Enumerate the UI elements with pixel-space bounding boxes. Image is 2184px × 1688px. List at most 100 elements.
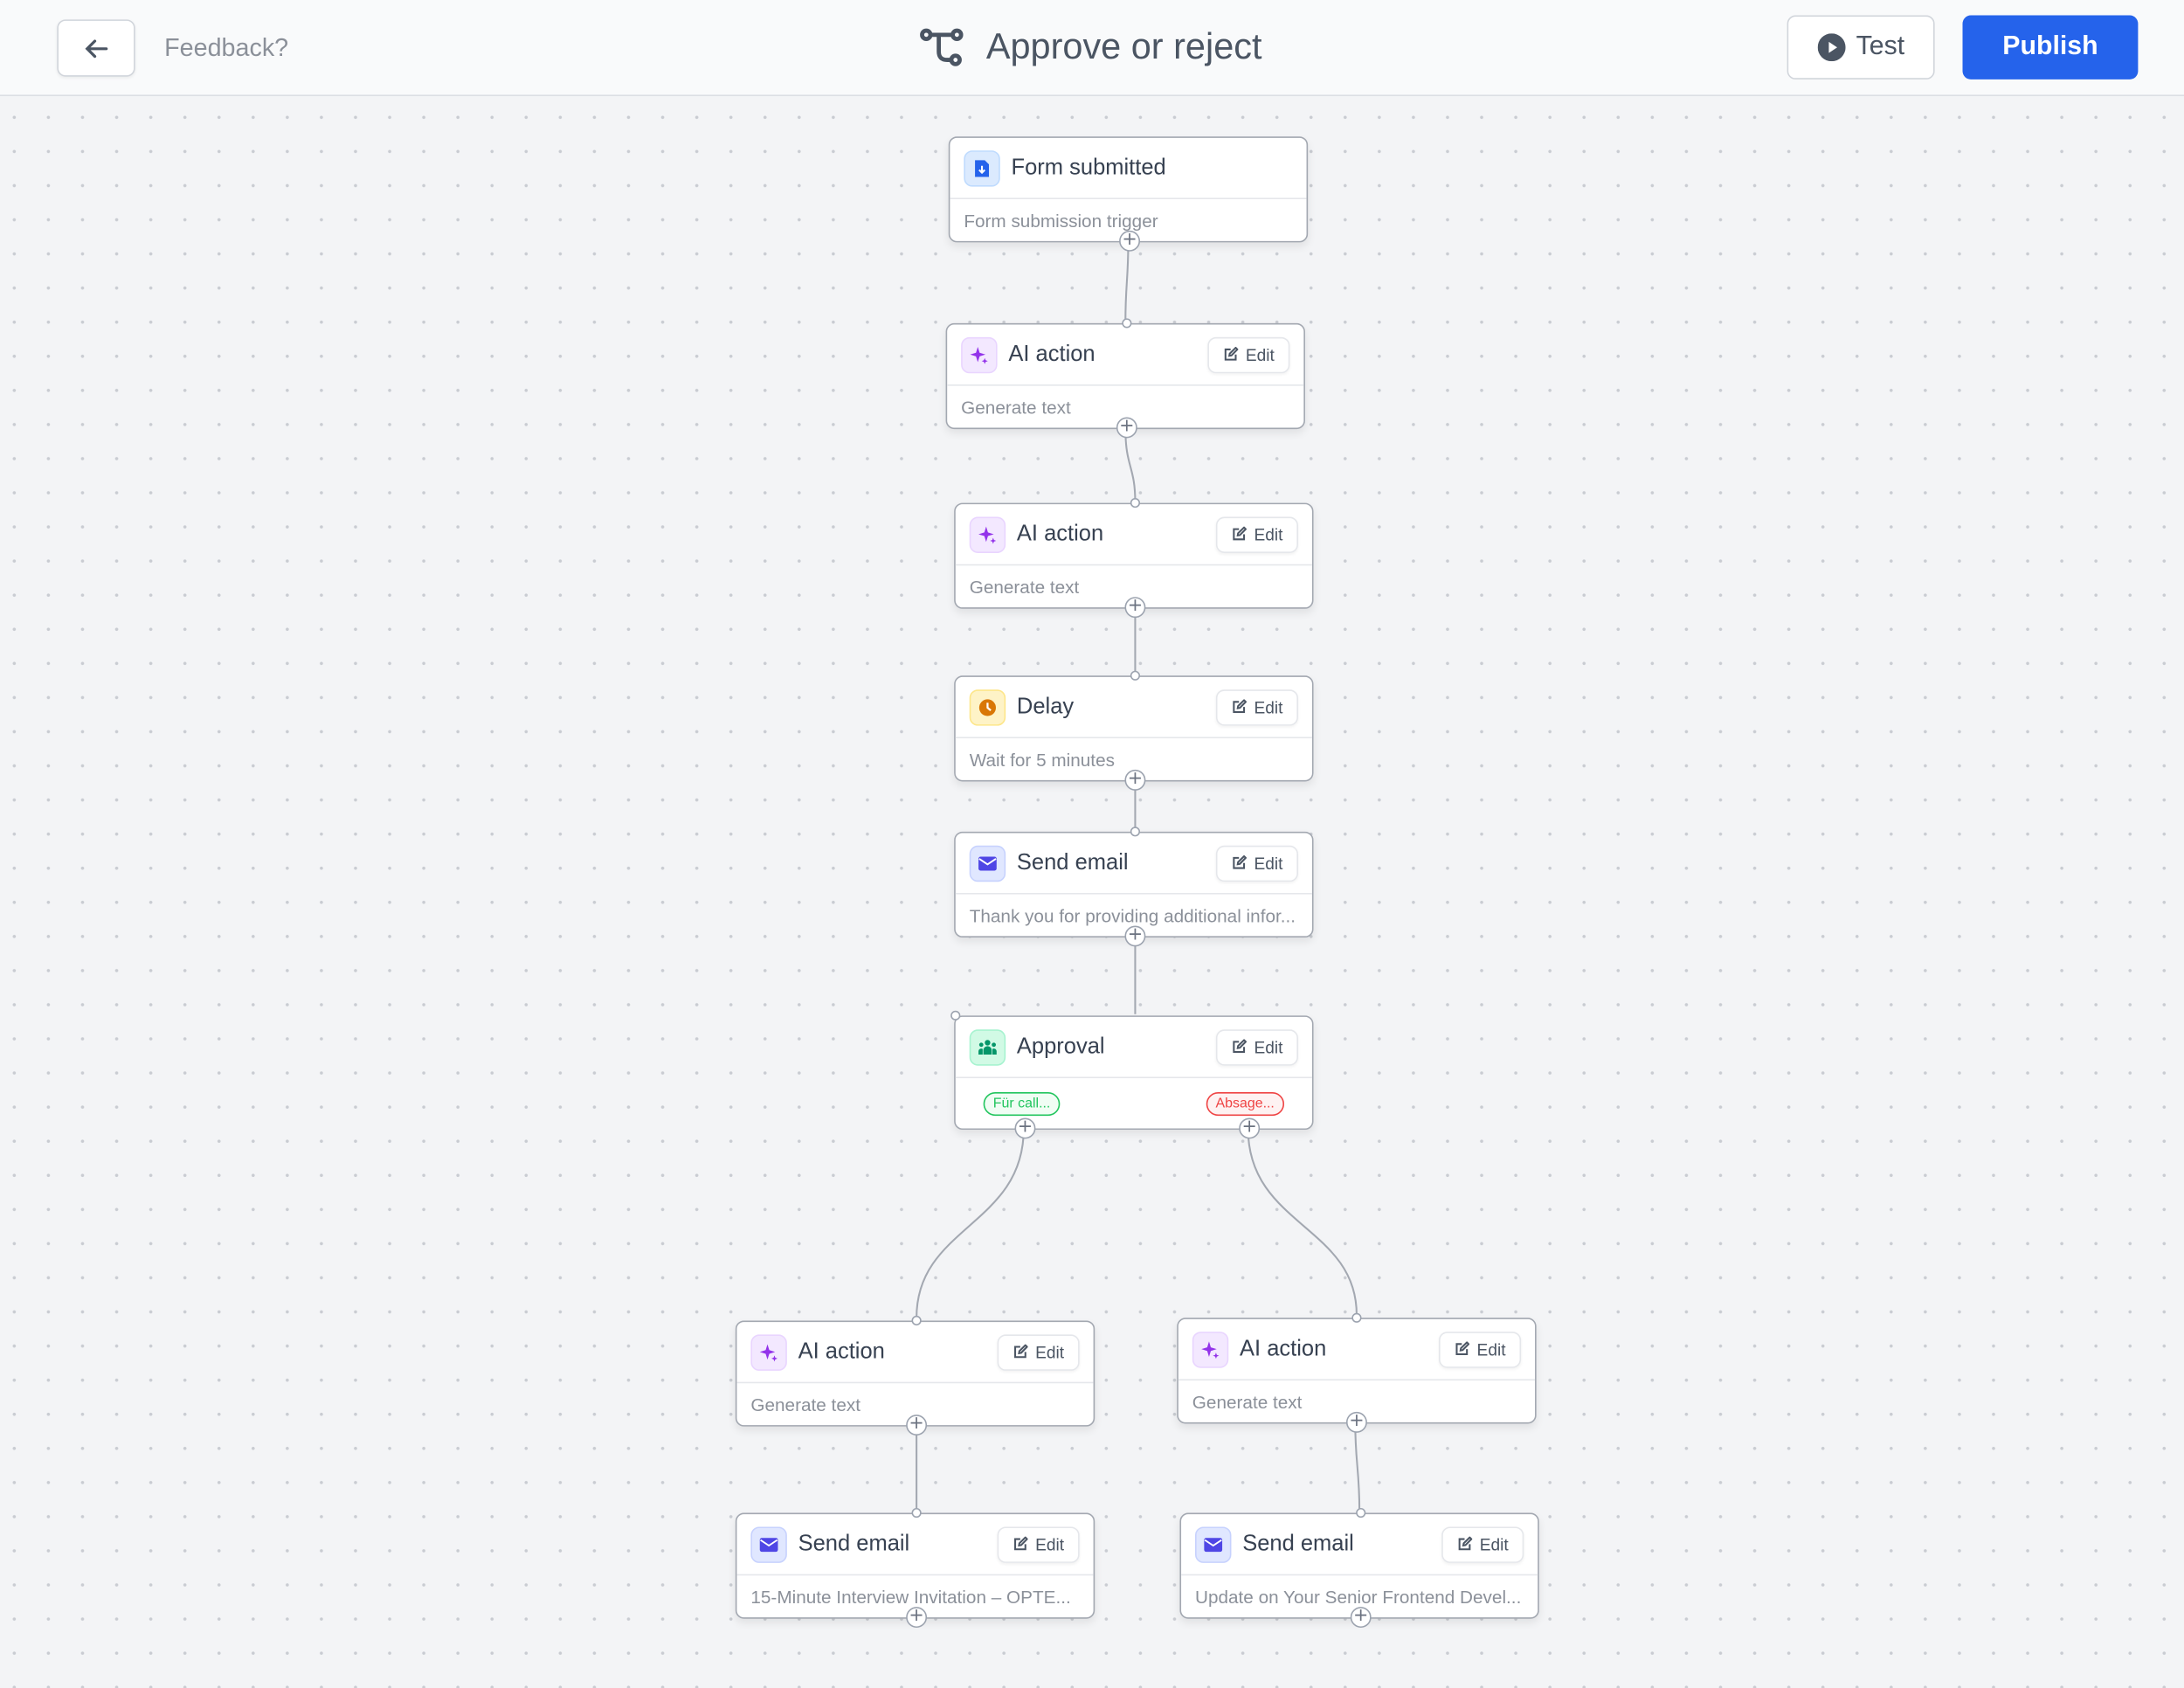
test-button[interactable]: Test — [1787, 15, 1935, 80]
edit-button[interactable]: Edit — [1207, 336, 1290, 373]
node-title: Send email — [798, 1532, 910, 1556]
input-handle[interactable] — [1356, 1507, 1366, 1519]
edge — [1124, 244, 1130, 322]
workflow-title: Approve or reject — [919, 25, 1262, 68]
node-title: Delay — [1016, 694, 1075, 718]
input-handle[interactable] — [1122, 318, 1132, 329]
sparkle-icon — [969, 515, 1006, 553]
node-header: Send email Edit — [736, 1514, 1094, 1576]
add-step-button[interactable]: + — [1124, 925, 1146, 947]
input-handle[interactable] — [950, 1010, 961, 1020]
node-subtitle: Generate text — [961, 396, 1071, 418]
add-step-button[interactable]: + — [1239, 1117, 1261, 1139]
input-handle[interactable] — [911, 1507, 922, 1519]
add-step-button[interactable]: + — [1345, 1411, 1367, 1433]
edit-button[interactable]: Edit — [1216, 1028, 1298, 1065]
node-header: Delay Edit — [955, 677, 1312, 739]
edit-icon — [1233, 699, 1248, 714]
edge — [1354, 1423, 1361, 1512]
test-label: Test — [1856, 31, 1905, 62]
edit-icon — [1014, 1344, 1029, 1359]
edit-label: Edit — [1035, 1534, 1065, 1554]
mail-icon — [750, 1525, 787, 1563]
node-title: Send email — [1242, 1532, 1354, 1556]
input-handle[interactable] — [1351, 1312, 1362, 1323]
add-step-button[interactable]: + — [1119, 231, 1141, 252]
edit-button[interactable]: Edit — [1216, 515, 1298, 553]
edge — [1124, 429, 1137, 502]
node-title: AI action — [798, 1339, 885, 1364]
add-step-button[interactable]: + — [1124, 597, 1146, 619]
node-header: Form submitted — [950, 138, 1307, 199]
back-button[interactable] — [57, 19, 135, 77]
add-step-button[interactable]: + — [906, 1415, 928, 1436]
edit-button[interactable]: Edit — [998, 1525, 1080, 1563]
edit-icon — [1459, 1536, 1473, 1551]
add-step-button[interactable]: + — [1116, 418, 1137, 439]
edit-label: Edit — [1254, 696, 1283, 717]
edit-button[interactable]: Edit — [1441, 1525, 1524, 1563]
publish-button[interactable]: Publish — [1962, 15, 2139, 80]
node-title: Form submitted — [1011, 155, 1166, 179]
input-handle[interactable] — [911, 1315, 922, 1326]
node-email[interactable]: Send email Edit 15-Minute Interview Invita… — [735, 1507, 1095, 1629]
arrow-left-icon — [85, 38, 108, 58]
edit-button[interactable]: Edit — [1216, 688, 1298, 725]
top-bar: Feedback? Approve or reject Test Publish — [0, 0, 2184, 97]
edit-icon — [1233, 526, 1248, 541]
input-handle[interactable] — [1130, 827, 1141, 837]
node-header: Approval Edit — [955, 1017, 1312, 1079]
edit-button[interactable]: Edit — [998, 1333, 1080, 1371]
add-step-button[interactable]: + — [1124, 769, 1146, 791]
node-title: AI action — [1008, 342, 1095, 366]
mail-icon — [1194, 1525, 1232, 1563]
play-icon — [1816, 33, 1845, 62]
node-subtitle: Update on Your Senior Frontend Devel... — [1194, 1586, 1522, 1608]
edit-button[interactable]: Edit — [1216, 845, 1298, 882]
add-step-button[interactable]: + — [1350, 1607, 1372, 1629]
edit-icon — [1455, 1341, 1470, 1356]
input-handle[interactable] — [1130, 670, 1141, 681]
node-header: Send email Edit — [1181, 1514, 1538, 1576]
mail-icon — [969, 845, 1006, 882]
add-step-button[interactable]: + — [1014, 1117, 1036, 1139]
edit-label: Edit — [1035, 1342, 1065, 1362]
edit-label: Edit — [1254, 1037, 1283, 1057]
node-title: Approval — [1016, 1034, 1105, 1058]
branch-label[interactable]: Absage... — [1206, 1091, 1285, 1116]
edge — [1247, 1128, 1358, 1316]
input-handle[interactable] — [1130, 497, 1141, 508]
edit-label: Edit — [1476, 1339, 1506, 1359]
node-subtitle: Wait for 5 minutes — [969, 748, 1115, 770]
edit-icon — [1014, 1536, 1029, 1551]
edit-label: Edit — [1254, 853, 1283, 873]
feedback-link[interactable]: Feedback? — [164, 33, 289, 62]
edge — [916, 1128, 1025, 1318]
edit-icon — [1233, 854, 1248, 869]
approval-branches: Für call... Absage... — [956, 1078, 1312, 1128]
form-icon — [964, 149, 1000, 186]
edit-label: Edit — [1479, 1534, 1509, 1554]
node-subtitle: 15-Minute Interview Invitation – OPTE... — [750, 1586, 1071, 1608]
edit-button[interactable]: Edit — [1439, 1331, 1522, 1367]
edit-label: Edit — [1245, 344, 1275, 364]
workflow-icon — [920, 27, 964, 66]
node-header: AI action Edit — [947, 324, 1304, 386]
node-title: Send email — [1016, 850, 1129, 875]
add-step-button[interactable]: + — [906, 1607, 928, 1629]
sparkle-icon — [1192, 1331, 1229, 1367]
node-subtitle: Thank you for providing additional infor… — [969, 904, 1296, 926]
branch-label[interactable]: Für call... — [983, 1091, 1061, 1116]
